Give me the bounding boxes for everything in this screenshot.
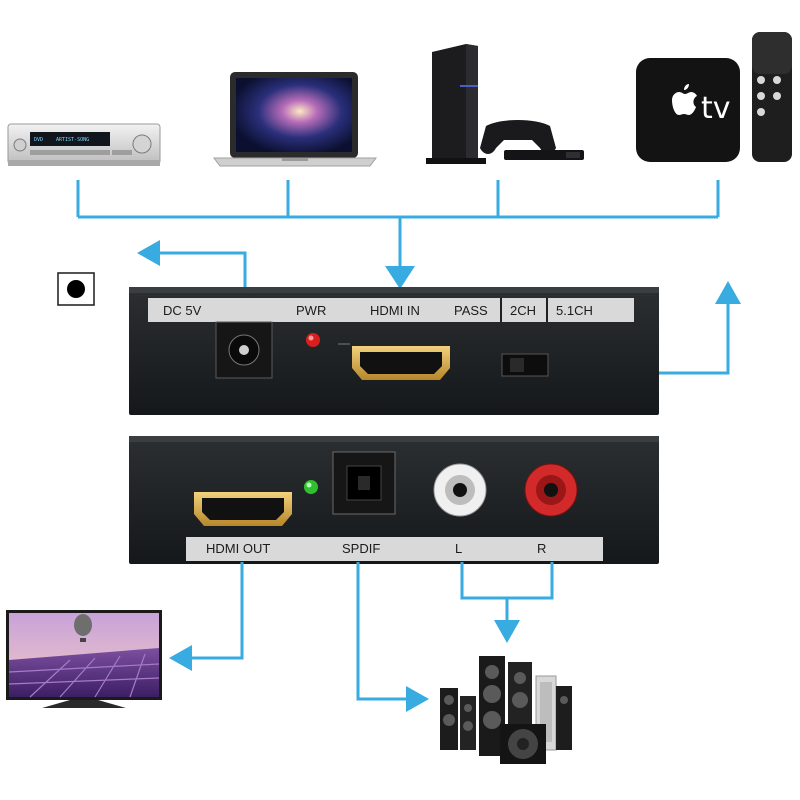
pwr-label: PWR — [296, 303, 326, 318]
dc-label: DC 5V — [163, 303, 202, 318]
51ch-label: 5.1CH — [556, 303, 593, 318]
output-label-strip — [186, 537, 603, 561]
tv-brand-text: tv — [701, 91, 731, 126]
dc-jack[interactable] — [215, 321, 273, 379]
output-panel: HDMI OUT SPDIF L R — [129, 436, 659, 564]
pwr-led — [306, 333, 320, 347]
speaker-system-icon — [440, 656, 572, 764]
dc-power-arrow — [137, 240, 247, 302]
hdmi-out-label: HDMI OUT — [206, 541, 270, 556]
hdmi-in-arrow — [385, 266, 415, 289]
status-led — [304, 480, 318, 494]
laptop-icon — [213, 72, 377, 167]
2ch-label: 2CH — [510, 303, 536, 318]
analog-audio-arrow — [460, 562, 554, 643]
spdif-label: SPDIF — [342, 541, 380, 556]
rca-left-port[interactable] — [433, 463, 487, 517]
hdmi-out-arrow — [169, 562, 244, 671]
game-console-icon — [426, 44, 584, 164]
left-label: L — [455, 541, 462, 556]
tv-display-icon — [6, 610, 162, 708]
av-receiver-icon: DVD ARTIST-SONG — [7, 123, 161, 166]
streaming-box-icon: tv — [636, 32, 792, 162]
hdmi-in-port[interactable] — [352, 346, 450, 380]
input-panel: DC 5V PWR HDMI IN PASS 2CH 5.1CH — [129, 287, 659, 415]
spdif-port[interactable] — [332, 451, 396, 515]
rca-right-port[interactable] — [524, 463, 578, 517]
right-label: R — [537, 541, 546, 556]
input-label-strip — [148, 298, 634, 322]
source-bus-lines — [76, 180, 720, 268]
hdmi-out-port[interactable] — [194, 492, 292, 526]
audio-mode-switch[interactable] — [501, 353, 549, 377]
pass-label: PASS — [454, 303, 488, 318]
spdif-arrow — [356, 562, 429, 712]
receiver-screen-text: ARTIST-SONG — [56, 137, 89, 143]
receiver-mode-text: DVD — [34, 137, 43, 143]
apple-logo-icon — [672, 84, 697, 115]
record-dot-icon — [57, 272, 95, 306]
hdmi-in-label: HDMI IN — [370, 303, 420, 318]
